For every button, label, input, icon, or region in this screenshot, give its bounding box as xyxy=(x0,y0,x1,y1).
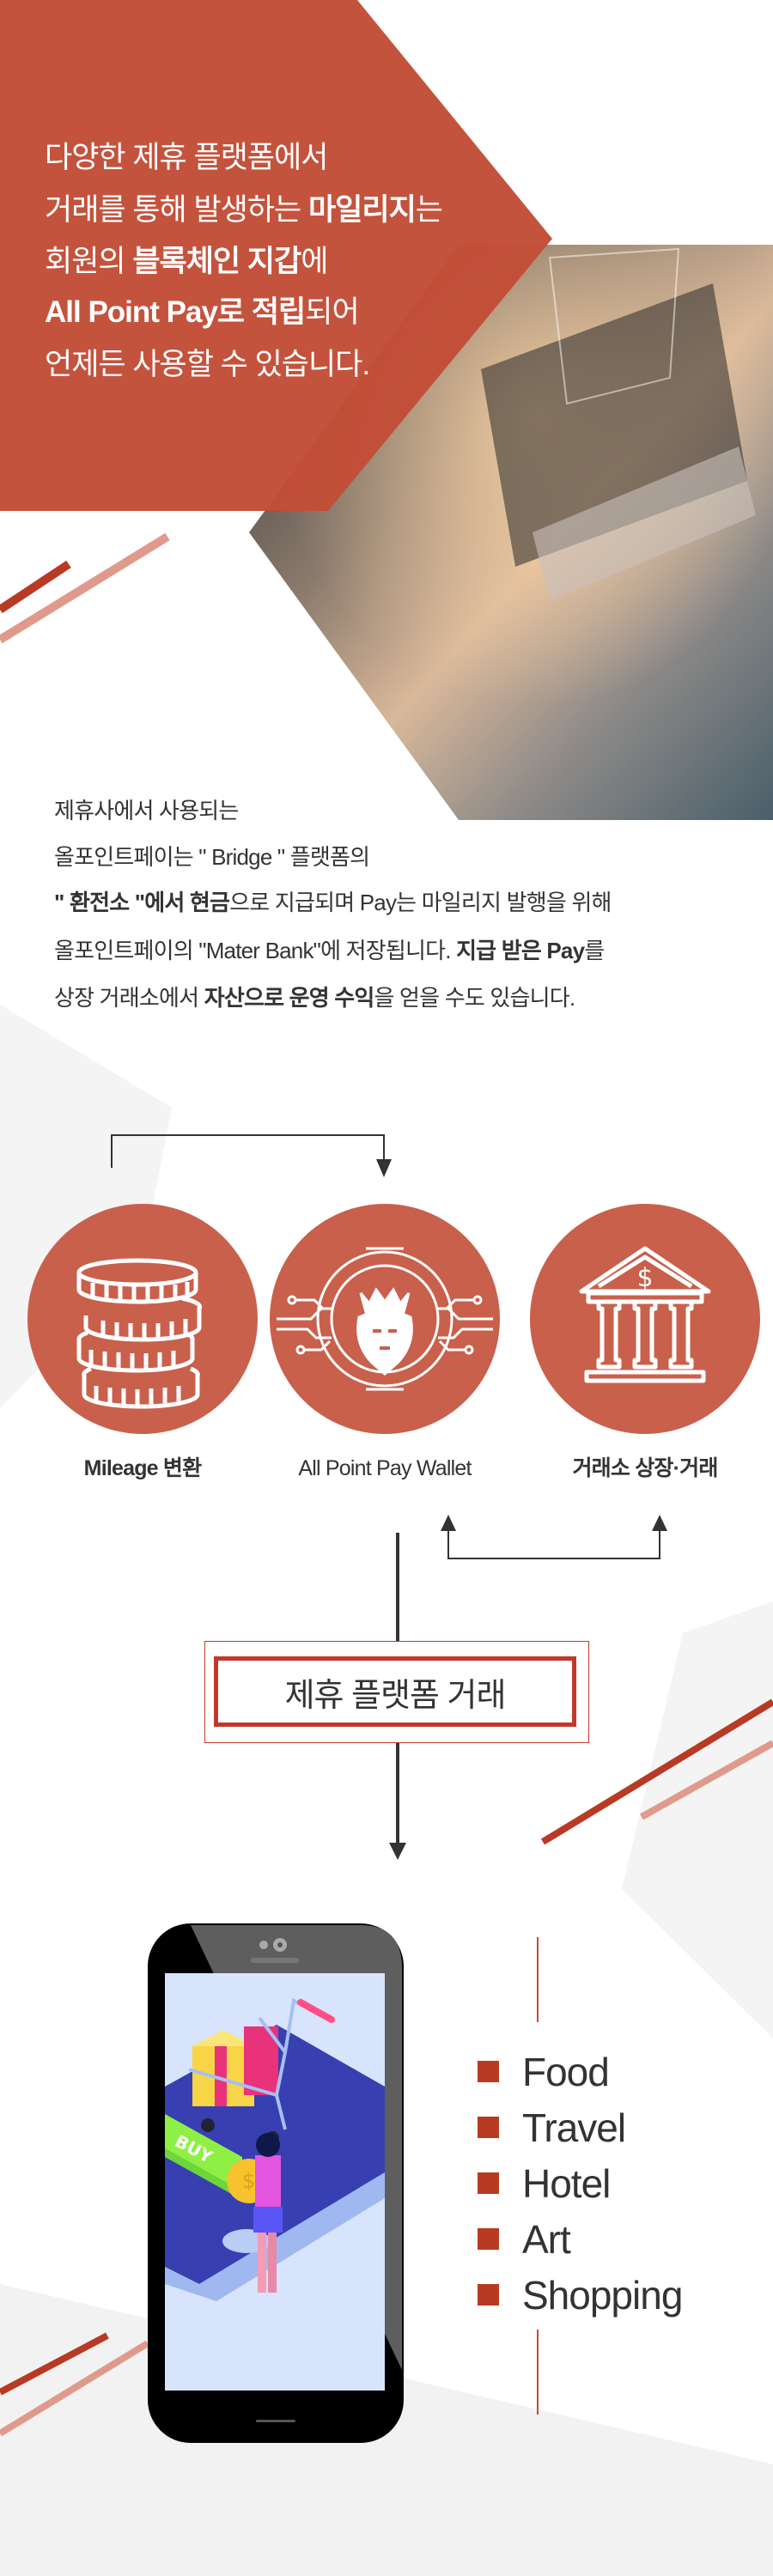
category-list: Food Travel Hotel Art Shopping xyxy=(478,2044,683,2323)
phone-illustration: BUY $ xyxy=(148,1923,404,2443)
hero-red-shape xyxy=(0,0,552,511)
svg-text:$: $ xyxy=(636,1263,653,1293)
svg-text:$: $ xyxy=(242,2169,255,2193)
bullet-square-icon xyxy=(478,2228,499,2250)
node-mileage xyxy=(27,1204,258,1434)
coins-icon xyxy=(76,1258,203,1409)
deco-line-dark xyxy=(540,1698,773,1845)
node-exchange: $ xyxy=(530,1204,760,1434)
description-line-4: 올포인트페이의 "Mater Bank"에 저장됩니다. 지급 받은 Pay를 xyxy=(54,938,605,963)
category-item-art: Art xyxy=(478,2211,682,2267)
bullet-square-icon xyxy=(478,2172,499,2194)
category-item-shopping: Shopping xyxy=(478,2267,683,2323)
deco-line-pink xyxy=(0,532,170,644)
hero-line-3: 회원의 블록체인 지갑에 xyxy=(45,245,328,278)
node-label-wallet: All Point Pay Wallet xyxy=(298,1456,472,1480)
bg-gray-shape-right xyxy=(622,1601,773,2038)
deco-line-dark xyxy=(0,2332,109,2396)
lion-emblem-icon xyxy=(277,1247,493,1391)
description-line-3: " 환전소 "에서 현금으로 지급되며 Pay는 마일리지 발행을 위해 xyxy=(54,890,612,915)
description-line-2: 올포인트페이는 " Bridge " 플랫폼의 xyxy=(54,844,370,870)
description-line-1: 제휴사에서 사용되는 xyxy=(54,798,239,823)
bullet-square-icon xyxy=(478,2117,499,2138)
platform-box-label: 제휴 플랫폼 거래 xyxy=(214,1656,576,1727)
description-line-5: 상장 거래소에서 자산으로 운영 수익을 얻을 수도 있습니다. xyxy=(54,985,575,1011)
bank-icon: $ xyxy=(579,1246,711,1383)
connector-exchange-to-wallet xyxy=(447,1528,660,1559)
node-label-exchange: 거래소 상장·거래 xyxy=(572,1456,718,1480)
deco-line-pink xyxy=(640,1740,773,1820)
hero-line-5: 언제든 사용할 수 있습니다. xyxy=(45,348,370,381)
arrow-down-icon xyxy=(376,1159,392,1177)
node-wallet xyxy=(270,1204,500,1434)
bullet-square-icon xyxy=(478,2061,499,2082)
platform-box: 제휴 플랫폼 거래 xyxy=(204,1641,589,1743)
hero-line-4: All Point Pay로 적립되어 xyxy=(45,295,360,329)
deco-line-dark xyxy=(0,560,71,614)
camera-icon xyxy=(259,1941,268,1949)
category-item-food: Food xyxy=(478,2044,682,2099)
arrow-up-icon xyxy=(441,1515,456,1531)
hero-line-1: 다양한 제휴 플랫폼에서 xyxy=(45,141,328,174)
arrow-up-icon xyxy=(652,1515,667,1531)
deco-line-pink xyxy=(0,2340,150,2437)
connector-mileage-to-wallet xyxy=(111,1134,385,1168)
hero-line-2: 거래를 통해 발생하는 마일리지는 xyxy=(45,193,443,227)
category-item-travel: Travel xyxy=(478,2099,682,2155)
category-item-hotel: Hotel xyxy=(478,2155,682,2211)
bullet-square-icon xyxy=(478,2284,499,2306)
arrow-down-icon xyxy=(389,1843,406,1860)
node-label-mileage: Mileage 변환 xyxy=(83,1456,202,1480)
